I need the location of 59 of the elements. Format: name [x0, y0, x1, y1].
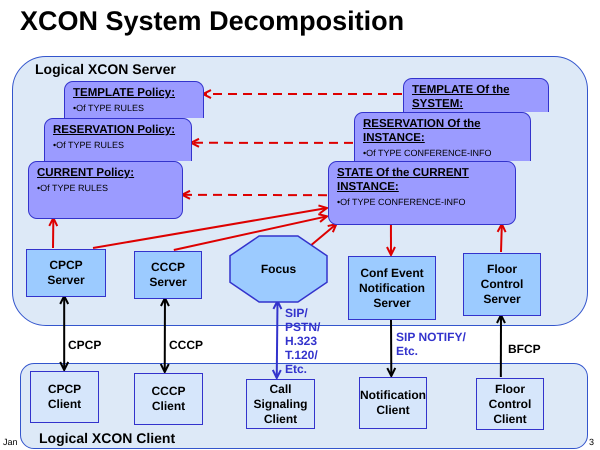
arrow [48, 217, 58, 248]
bullet-text: •Of TYPE RULES [37, 183, 108, 193]
policy-card [64, 81, 204, 118]
arrow [174, 213, 328, 251]
client-box [246, 379, 315, 429]
arrow [59, 295, 70, 371]
client-box [476, 378, 544, 430]
bullet-text: •Of TYPE RULES [53, 140, 124, 150]
data-card [328, 161, 516, 225]
policy-card [44, 118, 192, 161]
bullet-text: •Of TYPE CONFERENCE-INFO [337, 197, 466, 207]
edge-label: CCCP [169, 338, 204, 352]
bullet-text: •Of TYPE CONFERENCE-INFO [363, 148, 492, 158]
arrow [310, 223, 338, 246]
card-heading: TEMPLATE Of the SYSTEM: [412, 83, 511, 111]
policy-card [28, 161, 183, 219]
card-heading: RESERVATION Policy: [53, 123, 176, 137]
diagram-title: XCON System Decomposition [20, 6, 404, 37]
dashed-arrow [202, 89, 402, 100]
card-heading: CURRENT Policy: [37, 166, 134, 180]
bullet-text: •Of TYPE RULES [73, 103, 144, 113]
data-card [354, 112, 531, 161]
node-label: CCCP Client [150, 384, 186, 414]
client-box [359, 377, 427, 429]
arrow [92, 204, 328, 249]
node-label: Floor Control Server [480, 262, 524, 307]
dashed-arrow [181, 190, 327, 200]
footer-note: 3 [588, 437, 594, 447]
server-box [26, 249, 106, 297]
footer-note: Jan [3, 437, 18, 447]
server-box [463, 253, 541, 316]
client-box [30, 371, 99, 423]
node-label: Call Signaling Client [252, 382, 308, 426]
node-label: CPCP Client [46, 382, 82, 412]
node-label: Conf Event Notification Server [358, 266, 426, 310]
node-label: CCCP Server [148, 260, 188, 290]
client-box [134, 373, 203, 425]
server-box [348, 256, 436, 320]
arrow [386, 224, 396, 256]
card-heading: RESERVATION Of the INSTANCE: [363, 117, 482, 145]
arrow [160, 297, 170, 373]
card-heading: STATE Of the CURRENT INSTANCE: [337, 166, 470, 194]
data-card [403, 78, 549, 112]
arrow [496, 314, 506, 377]
group-title: Logical XCON Client [39, 430, 176, 446]
node-label: Floor Control Client [488, 382, 532, 426]
dashed-arrow [190, 138, 353, 148]
group-title: Logical XCON Server [35, 61, 176, 77]
node-label: CPCP Server [46, 258, 86, 288]
node-label: Focus [260, 262, 296, 276]
client-group-panel [20, 363, 588, 449]
edge-label: CPCP [68, 338, 102, 352]
edge-label: SIP NOTIFY/ Etc. [396, 330, 467, 358]
server-box [134, 251, 202, 299]
arrow [386, 319, 396, 377]
arrow [496, 223, 507, 252]
node-label: Notification Client [360, 388, 426, 418]
card-heading: TEMPLATE Policy: [73, 86, 176, 100]
edge-label: BFCP [508, 342, 542, 356]
